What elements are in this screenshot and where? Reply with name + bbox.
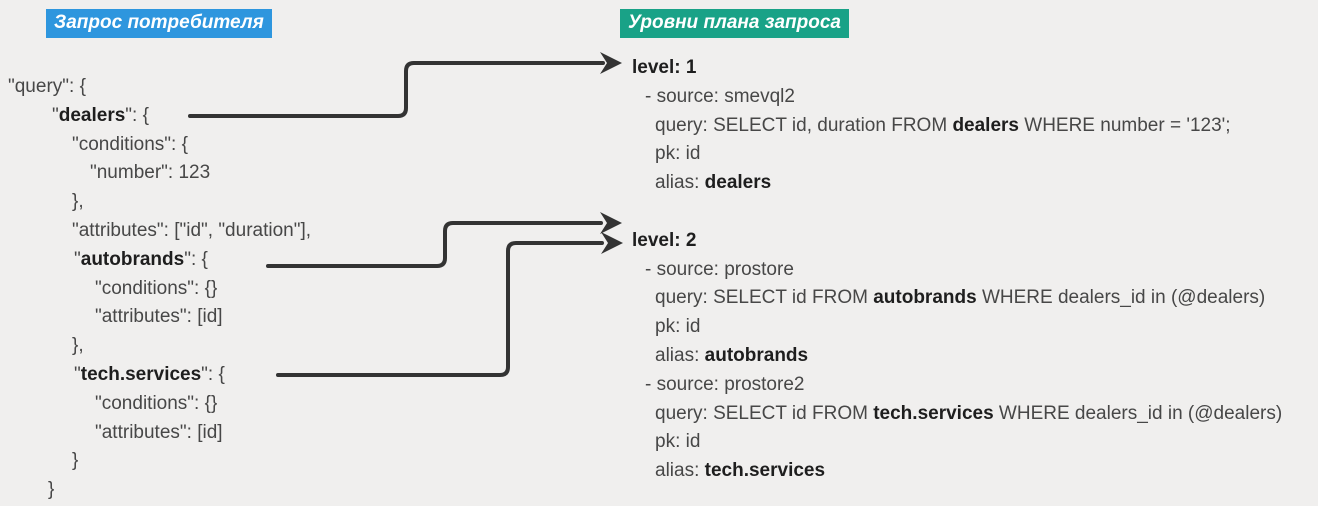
plan-source-line: - source: prostore [632,256,1282,285]
text-segment: ": { [201,363,225,385]
code-line: "attributes": [id] [8,419,311,448]
arrowhead-techservices-to-level2-icon [601,232,623,254]
text-segment: " [52,104,59,126]
plan-alias-line: alias: autobrands [632,342,1282,371]
code-line: "query": { [8,73,311,102]
entity-name: dealers [704,172,772,194]
text-segment: ": { [184,248,208,270]
plan-alias-line: alias: tech.services [632,457,1282,486]
text-segment: alias: [655,460,705,482]
text-segment: pk: id [655,316,701,338]
text-segment: "number": 123 [90,162,211,184]
code-line: "autobrands": { [8,246,311,275]
entity-name: autobrands [704,344,809,366]
code-line: "dealers": { [8,102,311,131]
text-segment: }, [72,191,84,213]
entity-name: tech.services [80,363,202,385]
text-segment: pk: id [655,143,701,165]
text-segment: pk: id [655,431,701,453]
entity-name: autobrands [873,287,977,309]
plan-source-line: - source: prostore2 [632,371,1282,400]
code-line: } [8,447,311,476]
plan-pk-line: pk: id [632,428,1282,457]
query-plan-levels-title: Уровни плана запроса [620,9,849,38]
entity-name: autobrands [80,248,185,270]
code-line: }, [8,188,311,217]
text-segment: WHERE dealers_id in (@dealers) [976,287,1266,309]
text-segment: }, [72,335,84,357]
text-segment: alias: [655,172,705,194]
text-segment: " [74,248,81,270]
code-line: "conditions": {} [8,390,311,419]
code-line: }, [8,332,311,361]
level-spacer [632,198,1282,227]
plan-query-line: query: SELECT id, duration FROM dealers … [632,112,1282,141]
text-segment: } [72,450,79,472]
text-segment: " [74,363,81,385]
code-line: } [8,476,311,505]
entity-name: dealers [952,114,1019,136]
text-segment: alias: [655,344,705,366]
plan-query-line: query: SELECT id FROM tech.services WHER… [632,400,1282,429]
query-plan-levels: level: 1 - source: smevql2 query: SELECT i… [632,54,1282,486]
text-segment: } [48,479,55,501]
text-segment: query: SELECT id FROM [655,287,874,309]
plan-source-line: - source: smevql2 [632,83,1282,112]
plan-query-line: query: SELECT id FROM autobrands WHERE d… [632,284,1282,313]
code-line: "tech.services": { [8,361,311,390]
level-label: level: 1 [632,57,697,78]
entity-name: dealers [58,104,126,126]
text-segment: "conditions": {} [95,392,218,414]
text-segment: WHERE dealers_id in (@dealers) [993,402,1283,424]
code-line: "attributes": [id] [8,303,311,332]
text-segment: WHERE number = '123'; [1018,114,1231,136]
text-segment: ": { [125,104,149,126]
code-line: "conditions": { [8,131,311,160]
plan-pk-line: pk: id [632,140,1282,169]
code-line: "attributes": ["id", "duration"], [8,217,311,246]
arrowhead-dealers-to-level1-icon [600,52,622,74]
arrow-techservices-to-level2 [276,241,604,377]
code-line: "conditions": {} [8,275,311,304]
text-segment: - source: smevql2 [645,85,795,107]
text-segment: "attributes": [id] [95,306,223,328]
text-segment: "attributes": [id] [95,421,223,443]
code-line: "number": 123 [8,159,311,188]
text-segment: query: SELECT id, duration FROM [655,114,953,136]
arrowhead-autobrands-to-level2-icon [600,212,622,234]
entity-name: tech.services [873,402,994,424]
text-segment: - source: prostore2 [645,373,805,395]
level-label: level: 2 [632,229,697,251]
text-segment: "conditions": { [72,133,188,155]
plan-alias-line: alias: dealers [632,169,1282,198]
entity-name: tech.services [704,460,826,482]
text-segment: query: SELECT id FROM [655,402,874,424]
arrow-autobrands-to-level2 [266,221,603,268]
text-segment: "query": { [8,76,86,97]
consumer-request-json: "query": {"dealers": {"conditions": {"nu… [8,73,311,505]
text-segment: "attributes": ["id", "duration"], [72,219,312,241]
text-segment: - source: prostore [645,258,794,280]
consumer-request-title: Запрос потребителя [46,9,272,38]
text-segment: "conditions": {} [95,277,218,299]
plan-pk-line: pk: id [632,313,1282,342]
